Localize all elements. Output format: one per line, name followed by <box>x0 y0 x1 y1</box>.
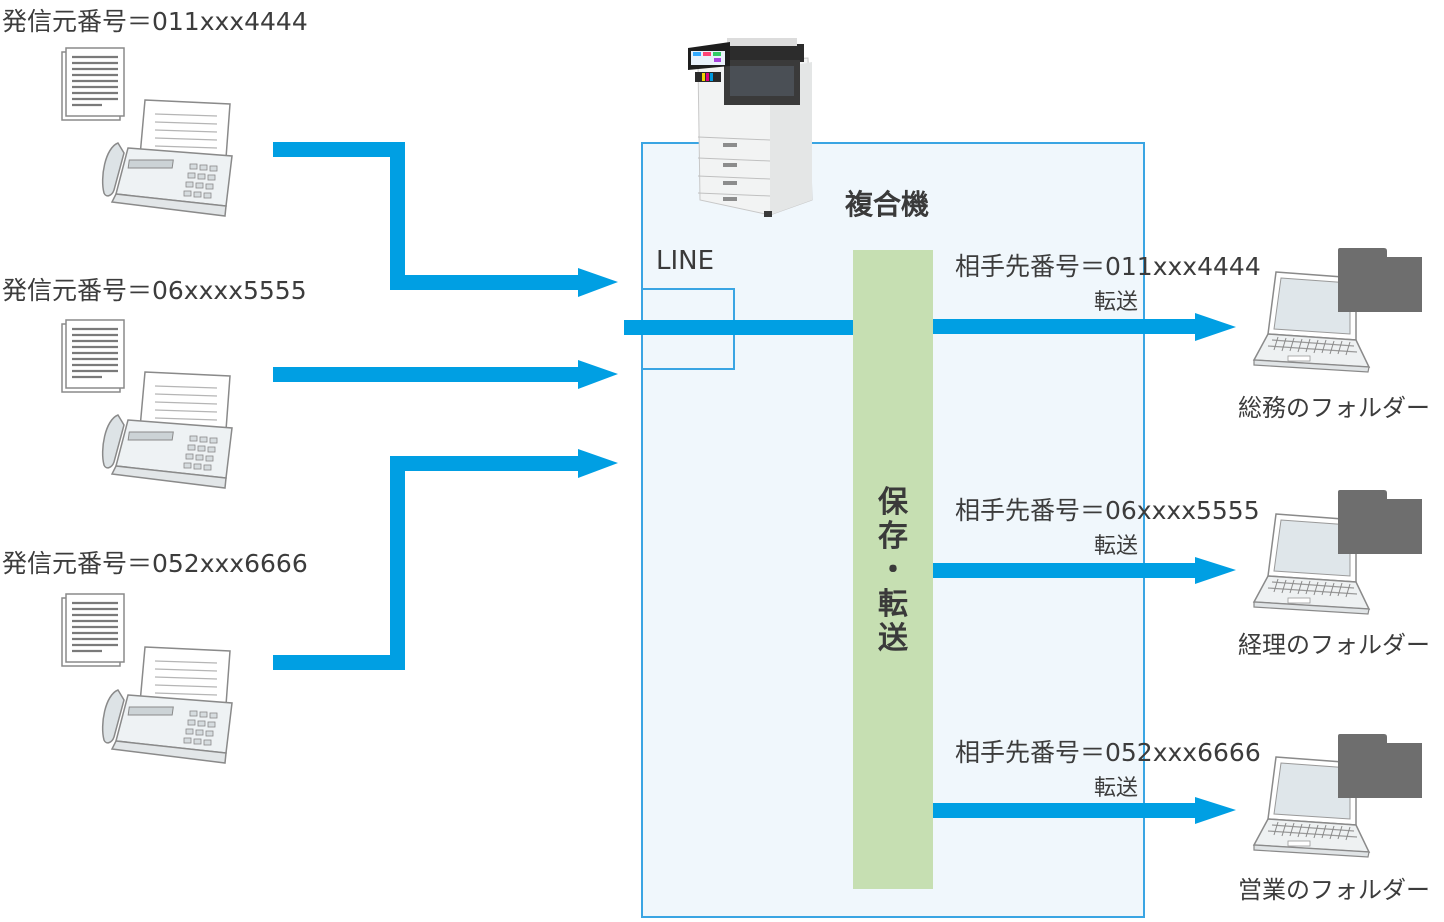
folder-label: 営業のフォルダー <box>1238 876 1430 904</box>
line-label: LINE <box>656 246 715 276</box>
incoming-arrow-1 <box>273 142 618 297</box>
fax-machine-icon <box>101 371 233 489</box>
document-icon <box>60 46 126 122</box>
sender-label: 発信元番号＝011xxx4444 <box>2 7 308 36</box>
store-forward-label: 保 存 ・ 転 送 <box>853 486 933 656</box>
document-icon <box>60 318 126 394</box>
multifunction-printer-icon <box>688 38 813 217</box>
destination-condition: 相手先番号＝052xxx6666 <box>955 738 1261 767</box>
destination-condition: 相手先番号＝011xxx4444 <box>955 252 1261 281</box>
destination-condition: 相手先番号＝06xxxx5555 <box>955 496 1260 525</box>
mfp-title: 複合機 <box>845 188 930 221</box>
store-forward-char: 存 <box>878 519 908 554</box>
store-forward-char: 送 <box>878 621 908 656</box>
fax-machine-icon <box>101 99 233 217</box>
fax-machine-icon <box>101 646 233 764</box>
folder-icon <box>1338 490 1422 554</box>
store-forward-char: ・ <box>878 553 908 588</box>
folder-icon <box>1338 734 1422 798</box>
store-forward-char: 転 <box>878 587 908 622</box>
folder-icon <box>1338 248 1422 312</box>
sender-label: 発信元番号＝06xxxx5555 <box>2 276 307 305</box>
folder-label: 総務のフォルダー <box>1238 394 1430 422</box>
store-forward-char: 保 <box>878 485 908 520</box>
forward-label: 転送 <box>1094 290 1139 315</box>
forward-arrow-1 <box>933 313 1236 341</box>
sender-label: 発信元番号＝052xxx6666 <box>2 549 308 578</box>
line-input-arrow <box>624 320 853 335</box>
folder-label: 経理のフォルダー <box>1238 631 1430 659</box>
forward-label: 転送 <box>1094 534 1139 559</box>
document-icon <box>60 592 126 668</box>
incoming-arrow-2 <box>273 360 618 389</box>
store-forward-bar <box>853 250 933 889</box>
forward-arrow-2 <box>933 557 1236 584</box>
forward-arrow-3 <box>933 797 1236 824</box>
forward-label: 転送 <box>1094 776 1139 801</box>
incoming-arrow-3 <box>273 449 618 670</box>
